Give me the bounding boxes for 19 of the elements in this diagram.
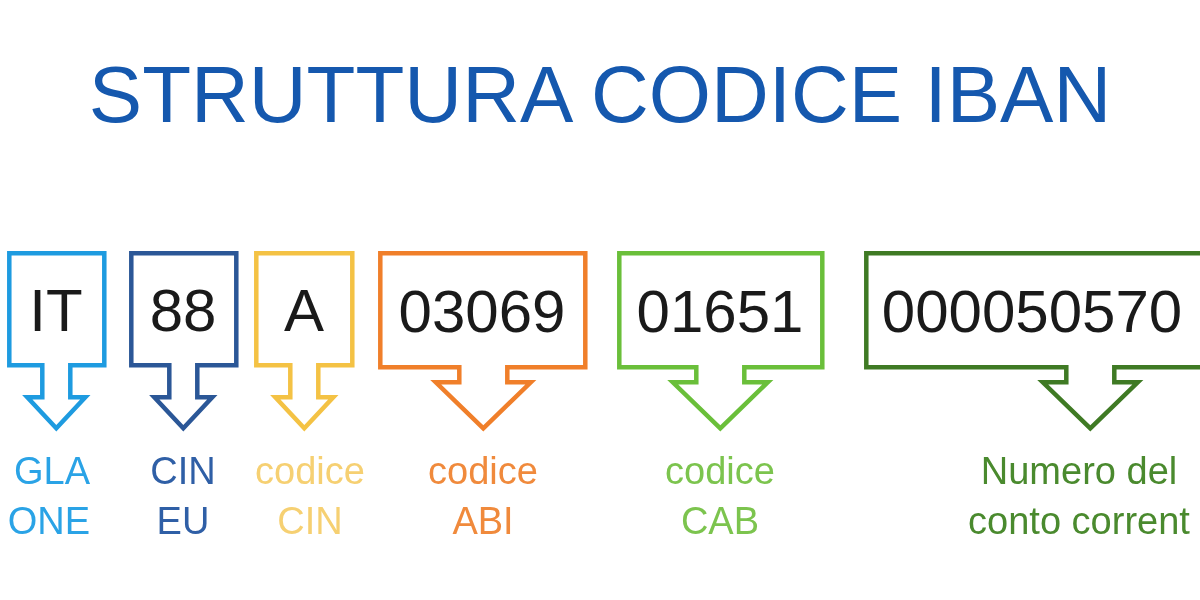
segment-label: Numero del conto corrent — [967, 449, 1191, 544]
segment-value: 000050570 — [881, 281, 1183, 343]
callout-box — [615, 249, 826, 434]
segment-value: 01651 — [636, 281, 804, 343]
segment-label: codice CIN — [254, 449, 366, 544]
title: STRUTTURA CODICE IBAN — [88, 50, 1112, 140]
callout-box — [127, 249, 240, 434]
segment-value: A — [284, 280, 324, 342]
callout-box — [376, 249, 589, 434]
segment-label: codice CAB — [664, 449, 776, 544]
callout-box — [252, 249, 356, 434]
segment-value: IT — [29, 280, 83, 342]
segment-label: GLA ONE — [6, 449, 90, 544]
callout-box — [862, 249, 1200, 434]
segment-label: codice ABI — [427, 449, 539, 544]
segment-label: CIN EU — [149, 449, 217, 544]
segment-value: 88 — [149, 280, 217, 342]
callout-box — [5, 249, 108, 434]
segment-value: 03069 — [398, 281, 566, 343]
